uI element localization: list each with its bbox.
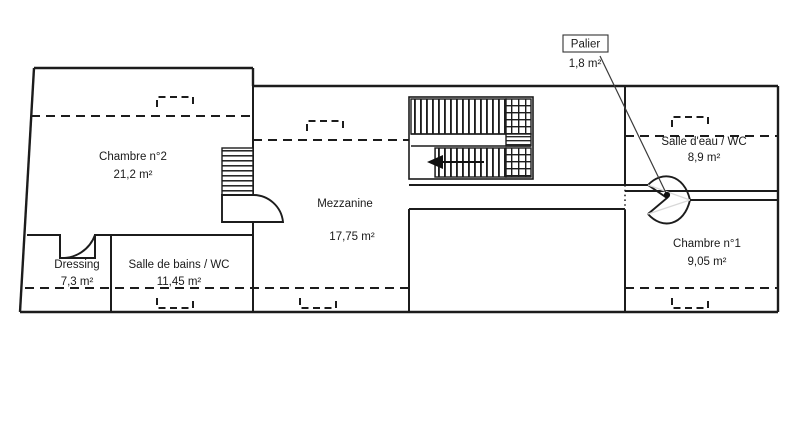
window-symbol — [156, 298, 194, 309]
roof-slope-lines — [25, 114, 778, 290]
room-label-salle-d-eau-wc: Salle d'eau / WC — [661, 136, 746, 148]
door-swing-icon — [59, 234, 96, 259]
room-label-dressing: Dressing — [54, 259, 99, 271]
room-labels: Chambre n°2 21,2 m² Dressing 7,3 m² Sall… — [54, 136, 746, 288]
door-swing-icon — [221, 194, 285, 223]
room-label-salle-de-bains-wc: Salle de bains / WC — [129, 259, 230, 271]
room-label-chambre-1: Chambre n°1 — [673, 238, 741, 250]
interior-walls — [27, 68, 778, 312]
room-area-dressing: 7,3 m² — [61, 276, 94, 288]
window-symbols — [156, 96, 709, 309]
staircase-icon — [408, 96, 534, 180]
closet-hatched-icon — [221, 147, 254, 196]
room-label-chambre-2: Chambre n°2 — [99, 151, 167, 163]
door-swings — [59, 175, 778, 259]
window-symbol — [299, 298, 337, 309]
room-area-chambre-2: 21,2 m² — [114, 169, 153, 181]
palier-callout[interactable]: Palier 1,8 m² — [562, 34, 671, 199]
window-symbol — [306, 120, 344, 131]
callout-room-area: 1,8 m² — [569, 58, 602, 70]
callout-anchor-dot — [663, 191, 671, 199]
callout-leader-line — [599, 55, 668, 196]
room-area-chambre-1: 9,05 m² — [688, 256, 727, 268]
window-symbol — [671, 116, 709, 127]
door-swing-icon — [647, 175, 691, 201]
floor-outline-fill — [20, 68, 778, 312]
room-area-mezzanine: 17,75 m² — [329, 231, 375, 243]
door-swing-icon — [647, 199, 691, 225]
window-symbol — [671, 298, 709, 309]
callout-box — [562, 34, 609, 53]
room-label-mezzanine: Mezzanine — [317, 198, 373, 210]
window-symbol — [156, 96, 194, 107]
room-area-salle-d-eau-wc: 8,9 m² — [688, 152, 721, 164]
room-area-salle-de-bains-wc: 11,45 m² — [157, 276, 202, 288]
callout-room-name: Palier — [571, 39, 601, 51]
